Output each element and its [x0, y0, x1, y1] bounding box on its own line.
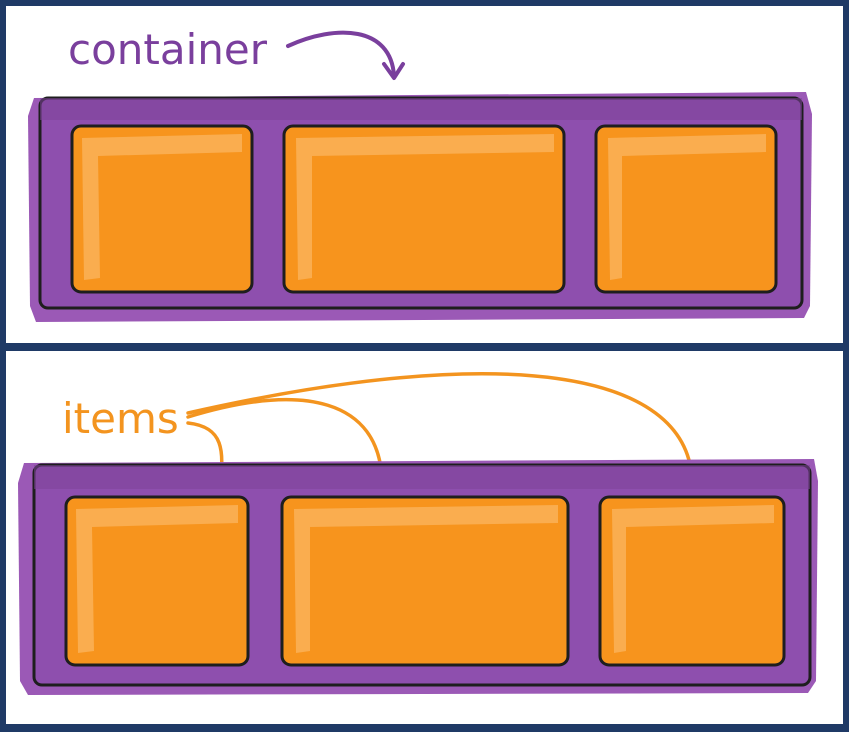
items-label: items: [62, 394, 179, 443]
container-arrowhead: [382, 62, 405, 80]
item-box-1: [64, 495, 250, 667]
container-illustration: container: [28, 25, 812, 322]
item-box-1: [70, 124, 254, 294]
item-arrow-3: [186, 372, 694, 481]
item-box-2: [280, 495, 570, 667]
item-box-2: [282, 124, 566, 294]
items-illustration: items: [18, 372, 818, 695]
container-panel: container: [6, 6, 843, 343]
items-panel: items: [6, 351, 843, 724]
container-label: container: [68, 25, 268, 74]
item-arrow-2: [186, 398, 384, 481]
item-box-3: [598, 495, 786, 667]
container-arrow: [286, 30, 396, 78]
item-box-3: [594, 124, 778, 294]
